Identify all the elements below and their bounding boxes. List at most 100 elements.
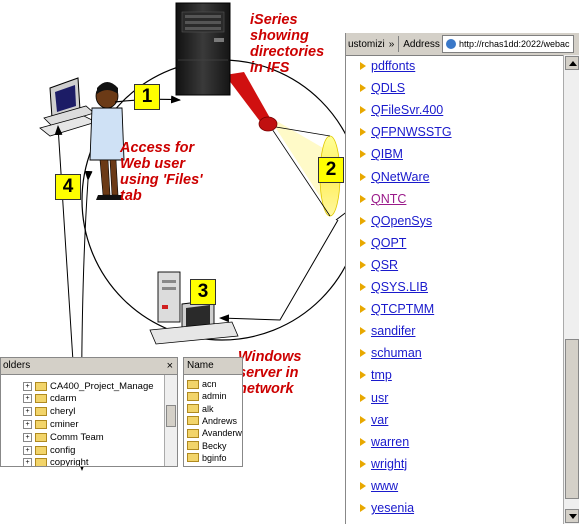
folder-tree-item[interactable]: +cdarm [23,392,76,406]
folder-tree-item[interactable]: + CA400_Project_Manage [23,379,154,393]
expand-plus-icon[interactable]: + [23,419,32,429]
file-list-label: admin [202,391,227,402]
iseries-callout-line-1: iSeries [250,12,298,28]
directory-link[interactable]: www [371,478,399,493]
file-list-label: Andrews [202,415,238,426]
folder-arrow-icon [360,437,366,446]
access-callout-line-1: Access for [120,140,195,156]
directory-link[interactable]: QNTC [371,191,407,206]
folder-arrow-icon [360,283,366,291]
folder-tree-item[interactable]: + cheryl [23,405,75,419]
directory-link[interactable]: QTCPTMM [371,302,435,317]
expand-plus-icon[interactable]: + [23,432,32,442]
directory-link[interactable]: pdffonts [371,59,416,73]
folder-tree-item[interactable]: + cminer [23,417,79,431]
folder-arrow-icon [360,393,366,402]
expand-plus-icon[interactable]: + [23,394,32,404]
folders-scrollbar[interactable] [164,375,177,466]
directory-item[interactable]: schuman [360,343,422,363]
folder-icon [187,416,199,426]
address-bar[interactable]: http://rchas1dd:2022/webac [441,35,574,53]
directory-link[interactable]: QSR [371,257,399,272]
iseries-callout-line-4: in IFS [250,60,290,76]
file-list-item[interactable]: Andrews [187,415,237,427]
folder-tree-item[interactable]: +Comm Team [23,430,104,444]
web-user-icon [39,77,125,200]
windows-callout: Windows server in network [238,349,302,397]
directory-link[interactable]: QFPNWSSTG [371,125,452,140]
file-list-item[interactable]: Becky [187,440,227,452]
folder-icon [35,458,47,466]
directory-item[interactable]: QFileSvr.400 [360,100,443,120]
expand-plus-icon[interactable]: + [23,445,32,455]
access-callout: Access for Web user using 'Files' tab [120,140,203,204]
directory-link[interactable]: sandifer [371,324,416,339]
directory-link[interactable]: usr [371,390,389,405]
directory-item[interactable]: QTCPTMM [360,299,434,319]
directory-item[interactable]: QNTC [360,189,406,209]
folder-icon [187,453,199,463]
folders-scroll-thumb[interactable] [166,405,176,427]
folder-tree-label: cheryl [50,406,76,418]
directory-item[interactable]: warren [360,432,409,452]
expand-plus-icon[interactable]: + [23,458,32,466]
directory-link[interactable]: wrightj [371,456,408,471]
windows-callout-line-3: network [238,381,294,397]
directory-link[interactable]: QOPT [371,235,407,250]
file-list-label: Becky [202,440,227,451]
directory-link[interactable]: warren [371,434,410,449]
browser-toolbar: ustomizi » Address http://rchas1dd:2022/… [346,33,579,56]
folder-icon [35,419,47,429]
expand-plus-icon[interactable]: + [23,407,32,417]
directory-item[interactable]: var [360,410,388,430]
address-url: http://rchas1dd:2022/webac [458,39,570,49]
folder-tree-item[interactable]: +copyright [23,456,89,466]
directory-link[interactable]: var [371,412,389,427]
directory-item[interactable]: tmp [360,365,392,385]
customize-tab[interactable]: ustomizi [348,38,385,50]
name-column-header[interactable]: Name [184,358,242,375]
close-icon[interactable]: × [166,360,173,372]
directory-link[interactable]: QIBM [371,147,403,162]
directory-link[interactable]: schuman [371,346,422,361]
scroll-down-button[interactable] [565,509,579,523]
directory-link[interactable]: QSYS.LIB [371,280,428,294]
directory-item[interactable]: QIBM [360,144,403,164]
folder-tree-item[interactable]: +config [23,443,75,457]
file-list-label: alk [202,403,214,414]
file-list-item[interactable]: admin [187,390,227,402]
scroll-up-button[interactable] [565,56,579,70]
directory-item[interactable]: sandifer [360,321,415,341]
folder-icon [35,445,47,455]
directory-link[interactable]: QNetWare [371,169,430,184]
directory-item[interactable]: QNetWare [360,167,430,187]
browser-scrollbar[interactable] [563,55,579,524]
more-chevron-icon[interactable]: » [388,38,395,50]
directory-item[interactable]: pdffonts [360,56,415,76]
directory-item[interactable]: QFPNWSSTG [360,122,452,142]
directory-link[interactable]: QFileSvr.400 [371,103,444,118]
file-list-item[interactable]: alk [187,403,214,415]
expand-plus-icon[interactable]: + [23,381,32,391]
directory-link[interactable]: yesenia [371,501,415,515]
folder-arrow-icon [360,260,366,269]
directory-item[interactable]: QSYS.LIB [360,277,428,297]
directory-link[interactable]: QOpenSys [371,213,433,228]
file-list-item[interactable]: bginfo [187,452,227,464]
directory-link[interactable]: tmp [371,368,392,383]
file-list-item[interactable]: Avanderwl [187,427,242,439]
directory-item[interactable]: yesenia [360,498,414,518]
folder-tree-label: cminer [50,418,79,430]
directory-item[interactable]: QOPT [360,233,406,253]
folder-tree-label: CA400_Project_Manage [50,380,154,392]
directory-item[interactable]: www [360,476,398,496]
directory-item[interactable]: QDLS [360,78,405,98]
directory-item[interactable]: QSR [360,255,398,275]
directory-item[interactable]: usr [360,388,388,408]
directory-link[interactable]: QDLS [371,81,406,96]
folder-arrow-icon [360,349,366,358]
directory-item[interactable]: wrightj [360,454,407,474]
scroll-thumb[interactable] [565,339,579,499]
directory-item[interactable]: QOpenSys [360,211,432,231]
file-list-item[interactable]: acn [187,378,217,390]
